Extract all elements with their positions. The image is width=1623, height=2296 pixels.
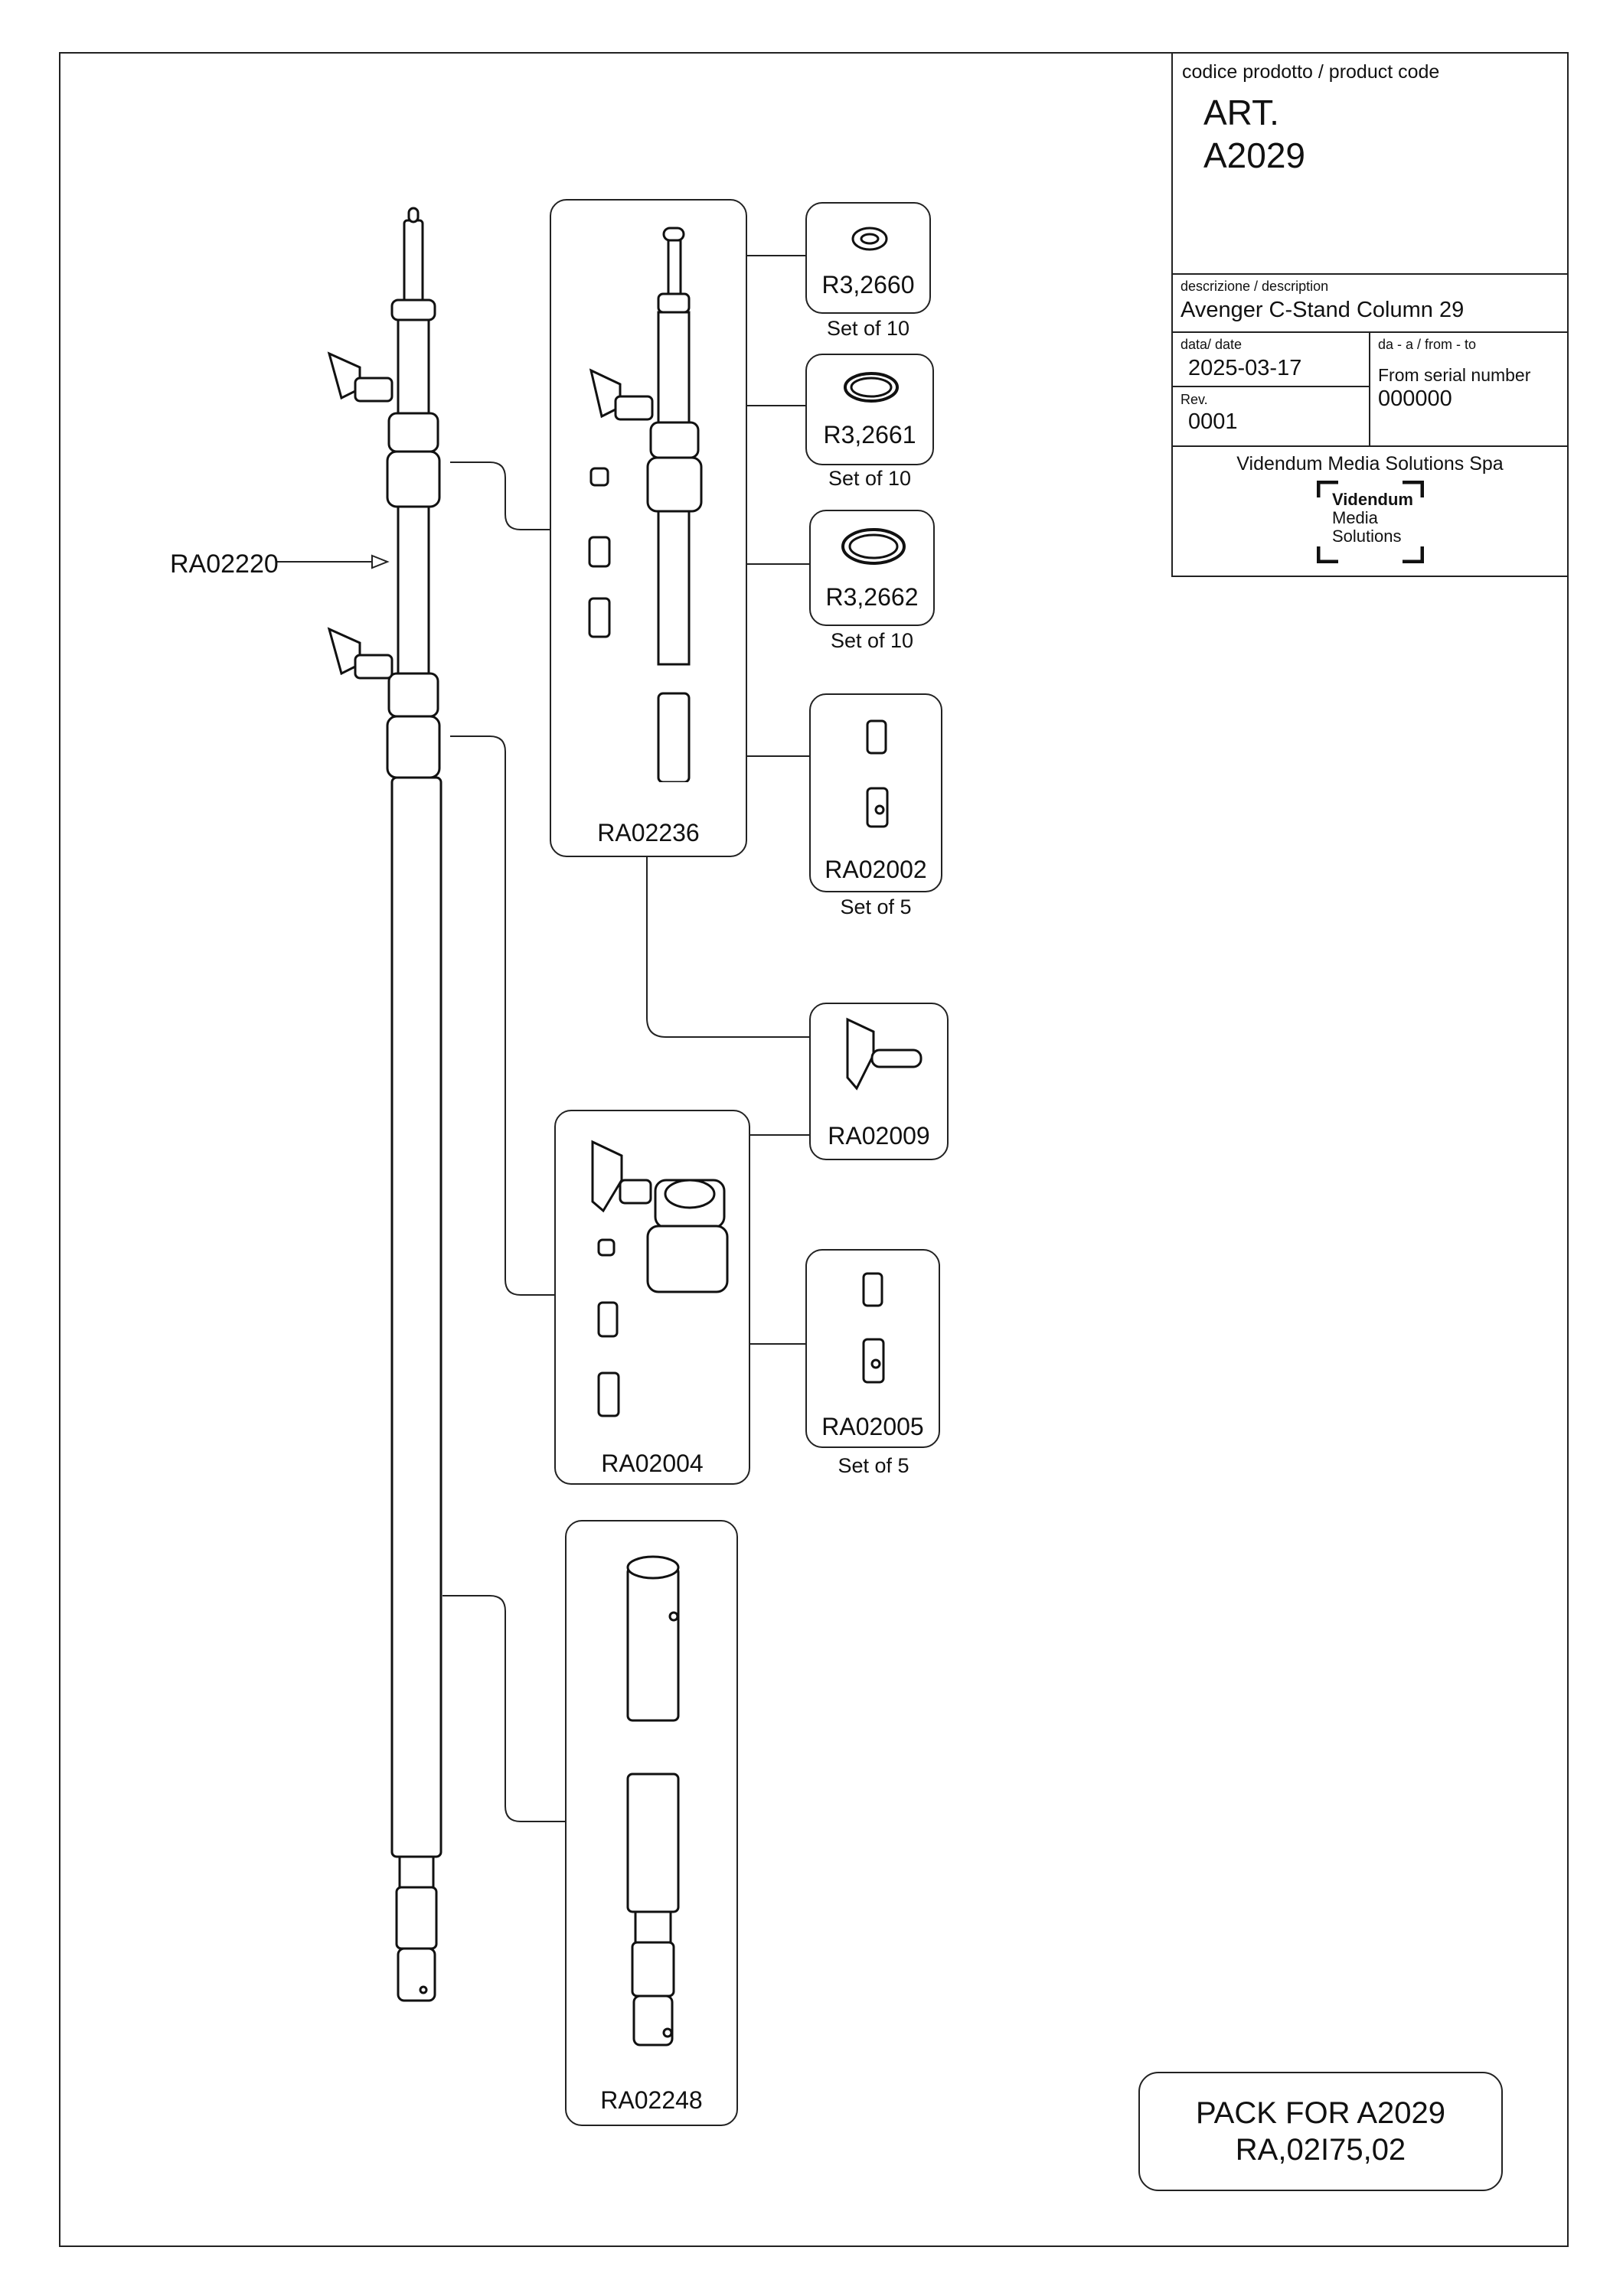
date-value: 2025-03-17	[1188, 356, 1302, 380]
o-ring-medium-icon	[844, 372, 899, 403]
arrow-head-icon	[371, 554, 390, 569]
r32662-box: R3,2662	[809, 510, 935, 626]
from-to-label: da - a / from - to	[1378, 337, 1477, 352]
o-ring-large-icon	[841, 528, 906, 565]
description-label: descrizione / description	[1181, 279, 1329, 294]
date-cell: data/ date 2025-03-17	[1173, 333, 1369, 387]
logo-line-2: Media	[1332, 508, 1378, 527]
o-ring-small-icon	[851, 227, 888, 251]
leader-upper-clamp	[450, 461, 550, 530]
ra02004-label: RA02004	[601, 1450, 704, 1477]
r32660-label: R3,2660	[821, 271, 915, 298]
r32660-set-label: Set of 10	[826, 317, 910, 340]
logo-line-3: Solutions	[1332, 527, 1402, 546]
product-code-label: codice prodotto / product code	[1182, 61, 1440, 83]
drawing-sheet-border	[59, 52, 1569, 2247]
leader-bottom-tube	[442, 1595, 565, 1822]
leader-ra02009	[646, 857, 809, 1038]
date-rev-row: data/ date 2025-03-17 Rev. 0001 da - a /…	[1173, 333, 1567, 447]
ra02248-tube-drawing	[626, 1555, 680, 2047]
ra02004-clamp-drawing	[591, 1140, 729, 1417]
column-part-label: RA02220	[170, 550, 279, 579]
ra02005-set-label: Set of 5	[838, 1454, 909, 1477]
ra02236-label: RA02236	[597, 819, 700, 846]
date-rev-cell: data/ date 2025-03-17 Rev. 0001	[1173, 333, 1370, 445]
pack-info-box: PACK FOR A2029 RA,02I75,02	[1138, 2072, 1503, 2191]
ra02005-box: RA02005	[805, 1249, 940, 1448]
r32661-set-label: Set of 10	[828, 467, 912, 490]
rev-label: Rev.	[1181, 392, 1208, 407]
ra02236-drawing	[588, 227, 703, 782]
leader-lower-clamp	[450, 735, 554, 1296]
ra02009-box: RA02009	[809, 1003, 949, 1160]
product-code-cell: codice prodotto / product code ART. A202…	[1173, 54, 1567, 275]
ra02248-label: RA02248	[600, 2086, 703, 2114]
date-label: data/ date	[1181, 337, 1243, 352]
r32661-box: R3,2661	[805, 354, 934, 465]
art-label: ART.	[1203, 93, 1279, 132]
ra02002-label: RA02002	[825, 856, 927, 883]
ra02005-drawing	[862, 1272, 885, 1384]
company-name: Videndum Media Solutions Spa	[1236, 453, 1504, 475]
rev-value: 0001	[1188, 409, 1238, 434]
logo-bracket-shape	[1316, 480, 1425, 564]
ra02002-set-label: Set of 5	[840, 895, 912, 918]
from-serial-label: From serial number	[1378, 365, 1531, 385]
company-cell: Videndum Media Solutions Spa Videndum Me…	[1173, 447, 1567, 577]
serial-value: 000000	[1378, 386, 1452, 411]
ra02009-label: RA02009	[828, 1122, 930, 1150]
ra02002-drawing	[866, 719, 889, 828]
description-value: Avenger C-Stand Column 29	[1181, 298, 1465, 322]
ra02248-box: RA02248	[565, 1520, 738, 2126]
ra02004-box: RA02004	[554, 1110, 750, 1485]
r32662-set-label: Set of 10	[830, 629, 914, 652]
logo-line-1: Videndum	[1332, 490, 1413, 509]
ra02009-knob-drawing	[846, 1017, 923, 1091]
videndum-logo: Videndum Media Solutions	[1316, 480, 1425, 564]
ra02236-box: RA02236	[550, 199, 747, 857]
r32660-box: R3,2660	[805, 202, 931, 314]
pack-line-1: PACK FOR A2029	[1195, 2096, 1446, 2130]
main-column-drawing	[327, 207, 442, 2002]
ra02002-box: RA02002	[809, 693, 942, 892]
r32661-label: R3,2661	[823, 421, 916, 448]
description-cell: descrizione / description Avenger C-Stan…	[1173, 275, 1567, 333]
pack-line-2: RA,02I75,02	[1235, 2133, 1406, 2167]
ra02005-label: RA02005	[821, 1413, 924, 1440]
title-block: codice prodotto / product code ART. A202…	[1171, 52, 1569, 577]
r32662-label: R3,2662	[825, 583, 919, 611]
art-code: A2029	[1203, 135, 1306, 175]
